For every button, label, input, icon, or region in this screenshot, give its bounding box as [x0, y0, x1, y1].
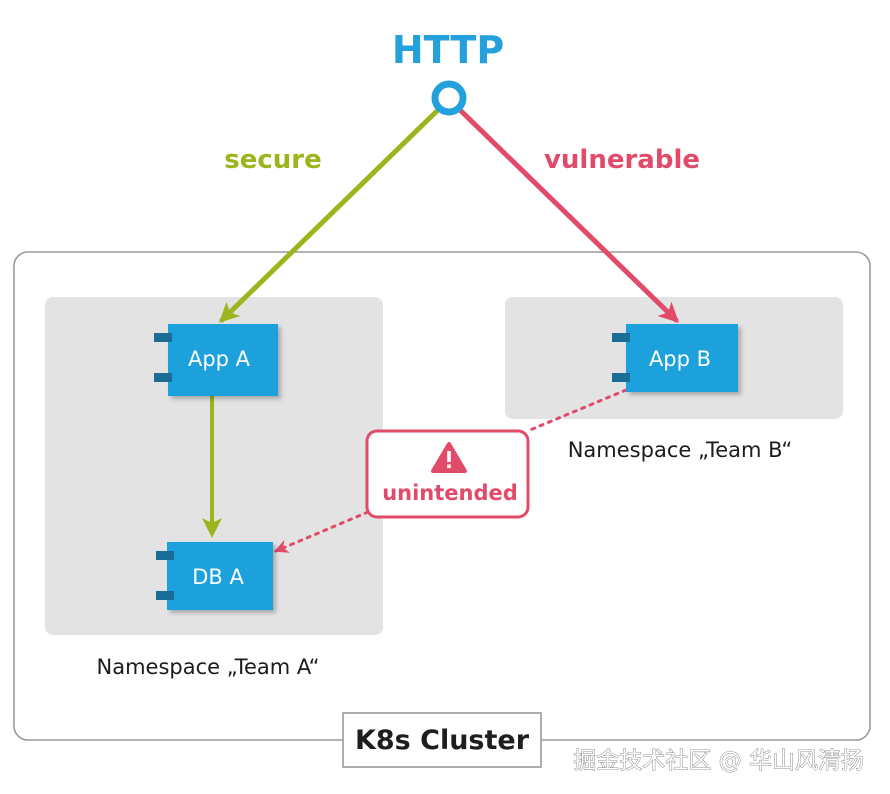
k8s-cluster-label: K8s Cluster	[355, 725, 530, 756]
port-icon	[156, 551, 174, 560]
warning-icon	[431, 442, 467, 473]
secure-edge	[219, 105, 443, 323]
k8s-cluster-label-box: K8s Cluster	[342, 712, 542, 768]
unintended-edge-upper	[528, 388, 628, 432]
unintended-label: unintended	[382, 481, 518, 505]
unintended-edge-lower	[274, 510, 370, 553]
app-a-label: App A	[188, 347, 251, 371]
vulnerable-label: vulnerable	[544, 145, 700, 175]
db-a-component: DB A	[156, 542, 273, 610]
app-a-component: App A	[154, 324, 278, 396]
port-icon	[612, 373, 630, 382]
namespace-team-a-label: Namespace „Team A“	[97, 655, 320, 679]
app-b-label: App B	[649, 347, 711, 371]
secure-label: secure	[224, 145, 322, 175]
port-icon	[156, 591, 174, 600]
vulnerable-edge	[455, 105, 679, 323]
watermark: 掘金技术社区 @ 华山风清扬	[573, 748, 864, 774]
db-a-label: DB A	[192, 565, 244, 589]
port-icon	[612, 333, 630, 342]
port-icon	[154, 373, 172, 382]
unintended-warning-box: unintended	[365, 429, 530, 519]
port-icon	[154, 333, 172, 342]
http-endpoint-icon	[431, 80, 467, 116]
namespace-team-b-label: Namespace „Team B“	[568, 438, 793, 462]
http-title: HTTP	[392, 28, 504, 72]
app-b-component: App B	[612, 324, 738, 392]
